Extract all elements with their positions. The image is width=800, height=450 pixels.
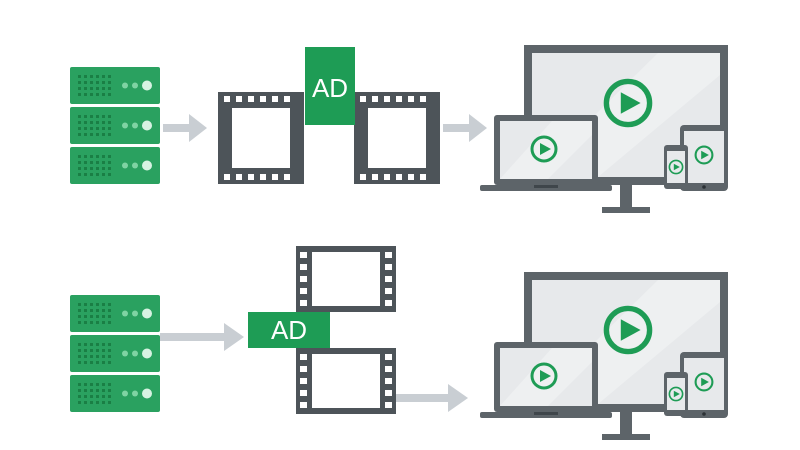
film-strip-icon: AD [218,47,440,184]
top-row: AD [70,45,728,213]
arrow-icon [443,114,487,142]
film-strip-icon: AD [248,246,396,414]
devices-icon [480,45,728,213]
arrow-icon [396,384,468,412]
bottom-row: AD [70,246,728,440]
server-stack-icon [70,67,160,184]
server-stack-icon [70,295,160,412]
ad-block [305,47,355,125]
ad-label: AD [312,73,348,103]
ad-label: AD [271,315,307,345]
arrow-icon [163,114,207,142]
arrow-icon [160,323,244,351]
ad-block [248,312,330,348]
devices-icon [480,272,728,440]
